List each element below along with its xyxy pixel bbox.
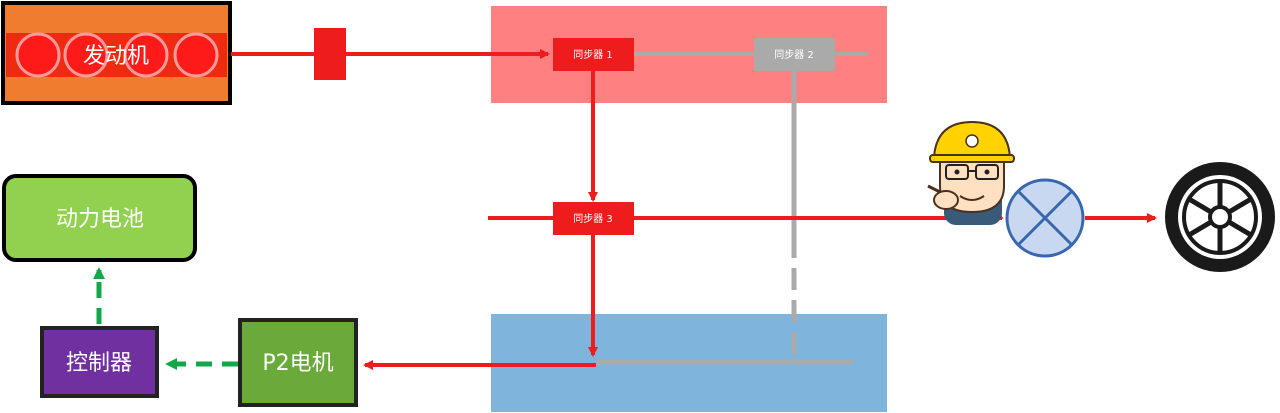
controller-label: 控制器 <box>66 351 132 376</box>
engine-label: 发动机 <box>83 44 149 69</box>
battery-block <box>2 174 197 262</box>
engine-cylinder <box>123 32 169 78</box>
synchronizer-2-label: 同步器 2 <box>774 49 814 61</box>
battery-label: 动力电池 <box>56 207 144 232</box>
synchronizer-3-label: 同步器 3 <box>573 213 613 225</box>
engineer-mascot-icon <box>927 120 1015 225</box>
clutch-block <box>314 28 346 80</box>
engine-cylinder <box>173 32 219 78</box>
synchronizer-1 <box>553 38 634 71</box>
wheel-icon <box>1165 162 1275 272</box>
engine-block: 发动机 <box>1 1 232 105</box>
synchronizer-1-label: 同步器 1 <box>573 49 613 61</box>
engine-cylinder <box>63 32 109 78</box>
p2-motor-label: P2电机 <box>262 351 333 376</box>
synchronizer-3 <box>553 202 634 235</box>
engine-cylinder <box>15 32 61 78</box>
differential-icon <box>1005 178 1085 258</box>
controller-block <box>40 326 159 398</box>
synchronizer-2 <box>754 38 835 71</box>
p2-motor-block <box>238 318 358 407</box>
